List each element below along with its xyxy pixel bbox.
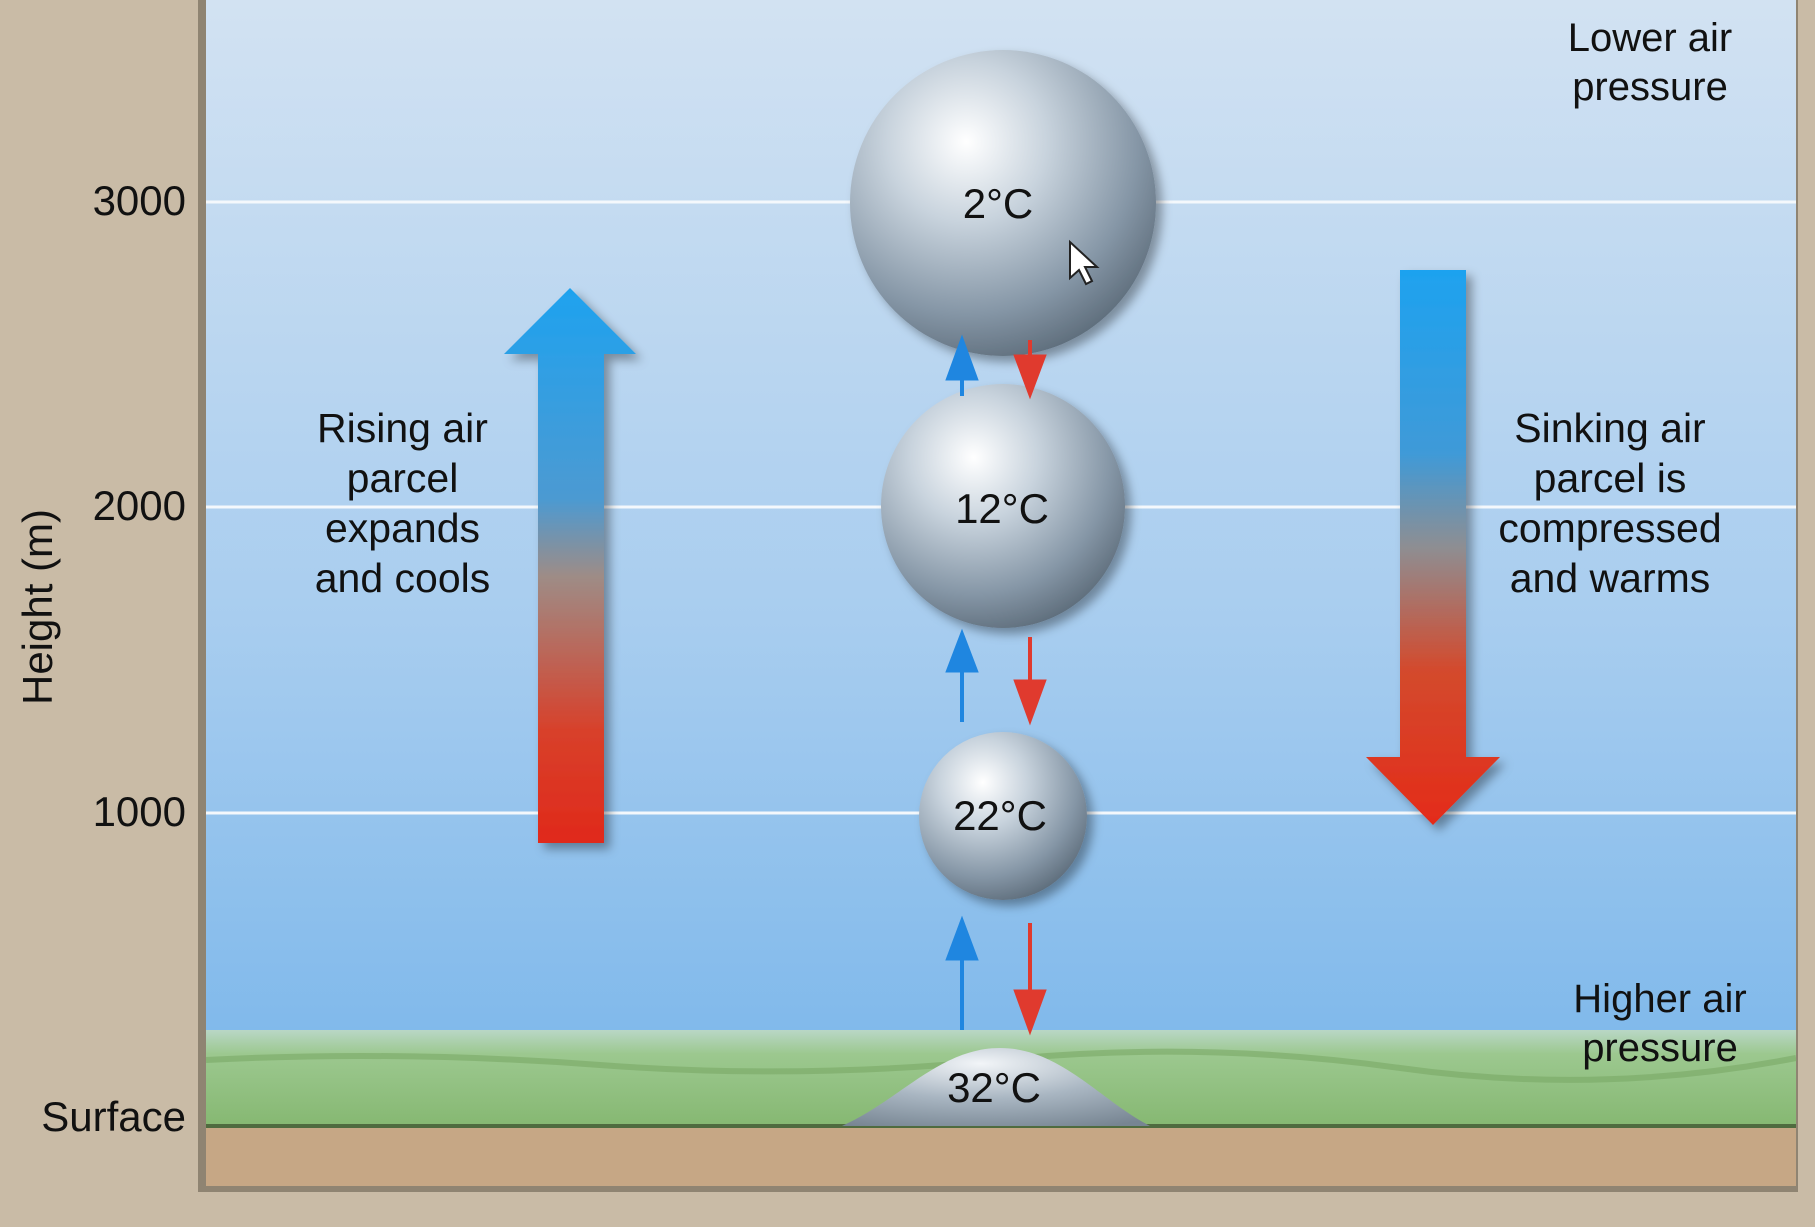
rising-arrow — [504, 288, 636, 843]
sinking-arrow — [1366, 270, 1500, 825]
small-rising-arrows — [945, 334, 979, 1030]
tick-label-2000: 2000 — [92, 482, 186, 529]
parcel-temp-2000: 12°C — [955, 485, 1049, 532]
air-parcel-1000 — [919, 732, 1087, 900]
tick-label-3000: 3000 — [92, 177, 186, 224]
tick-label-1000: 1000 — [92, 788, 186, 835]
air-parcel-surface — [842, 1048, 1150, 1126]
air-parcel-2000 — [881, 384, 1125, 628]
parcel-temp-surface: 32°C — [947, 1064, 1041, 1111]
lower-pressure-label: Lower air pressure — [1567, 16, 1733, 109]
parcel-temp-1000: 22°C — [953, 792, 1047, 839]
axis-title: Height (m) — [14, 509, 61, 705]
air-parcel-3000 — [850, 50, 1156, 356]
sinking-air-label: Sinking air parcel is compressed and war… — [1498, 405, 1722, 602]
ground — [206, 1128, 1796, 1186]
small-sinking-arrows — [1013, 340, 1047, 1036]
rising-air-label: Rising air parcel expands and cools — [314, 405, 491, 602]
mouse-cursor-icon — [1069, 239, 1100, 286]
parcel-temp-3000: 2°C — [962, 180, 1034, 227]
higher-pressure-label: Higher air pressure — [1573, 977, 1747, 1070]
tick-label-surface: Surface — [41, 1093, 186, 1140]
